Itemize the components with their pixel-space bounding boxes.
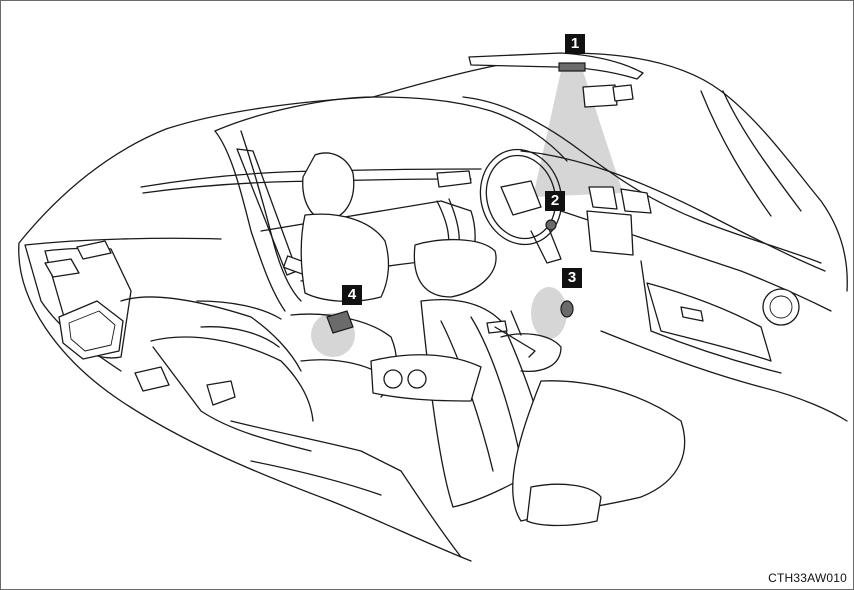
b-pillar [214,130,302,312]
roof-edge [214,96,568,162]
cup-holder-1 [383,369,403,389]
glovebox-latch [680,306,704,322]
steering-hub [500,180,542,216]
footwell-light [560,300,574,318]
passenger-footwell-light [326,310,354,334]
dashboard-top [520,150,826,272]
gear-shifter [500,310,562,373]
rear-seat-cushion [120,296,314,452]
callout-4: 4 [342,285,362,305]
door-handle [436,170,472,188]
rear-bracket [206,380,236,406]
floor-mat-right [600,330,848,422]
rear-floor [230,420,462,558]
center-vent-right [620,188,652,214]
passenger-vent-inner [769,295,793,319]
rear-latch [76,240,112,260]
driver-seat-slider [526,483,602,527]
ignition-switch [545,219,557,231]
figure-code: CTH33AW010 [768,571,847,585]
steering-wheel-rim-inner [485,154,557,240]
rear-deck [24,237,222,372]
mirror-mount [612,84,634,102]
passenger-headrest [302,152,355,222]
glovebox [646,282,772,362]
rearview-mirror [582,84,618,108]
callout-3: 3 [562,268,582,288]
a-pillar [700,90,802,217]
center-screen [586,210,634,256]
rear-speaker-left-inner [68,310,116,352]
callout-2: 2 [545,191,565,211]
driver-headrest [413,238,497,298]
cup-holder-2 [407,369,427,389]
steering-column [530,228,562,264]
steering-wheel-rim [479,148,563,246]
callout-1: 1 [565,34,585,54]
rear-seat-base [196,300,282,348]
center-vent-left [588,186,618,210]
footwell-light-glow [531,287,567,339]
driver-seat-belt-latch [486,320,508,334]
car-body-outline [18,52,848,562]
ceiling-light [558,62,586,72]
rear-vent-top [44,258,80,278]
passenger-vent [762,288,800,326]
map-lamp-housing [468,52,644,80]
rear-vent-low [134,366,170,392]
rear-speaker-left [58,300,124,360]
passenger-seat-back [300,213,390,302]
